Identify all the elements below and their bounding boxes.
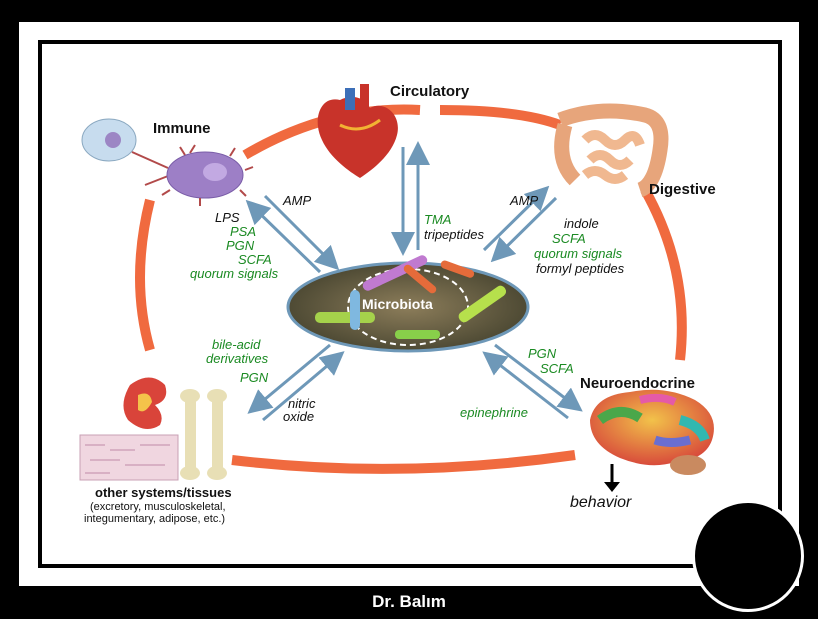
neuro-epinephrine-label: epinephrine — [460, 405, 528, 420]
circulatory-tripeptides-label: tripeptides — [424, 227, 484, 242]
immune-cells-icon — [81, 118, 254, 206]
digestive-label: Digestive — [649, 181, 716, 198]
immune-scfa-label: SCFA — [238, 252, 272, 267]
digestive-scfa-label: SCFA — [552, 231, 586, 246]
other-derivatives-label: derivatives — [206, 351, 269, 366]
other-oxide-label: oxide — [283, 409, 315, 424]
immune-quorum-label: quorum signals — [190, 266, 279, 281]
behavior-arrow-icon — [604, 464, 620, 492]
digestive-indole-label: indole — [564, 216, 599, 231]
microbiota-label: Microbiota — [362, 296, 433, 312]
behavior-label: behavior — [570, 494, 632, 511]
other-systems-subtitle-2: integumentary, adipose, etc.) — [84, 513, 226, 525]
immune-pgn-label: PGN — [226, 238, 255, 253]
digestive-quorum-label: quorum signals — [534, 246, 623, 261]
immune-lps-label: LPS — [215, 210, 240, 225]
digestive-amp-label: AMP — [510, 193, 539, 208]
other-nitric-label: nitric — [288, 396, 316, 411]
microbiota-ellipse — [286, 255, 530, 353]
logo-badge — [692, 500, 804, 612]
digestive-formyl-label: formyl peptides — [536, 261, 625, 276]
other-systems-subtitle-1: (excretory, musculoskeletal, — [90, 501, 226, 513]
immune-amp-label: AMP — [283, 193, 312, 208]
neuro-scfa-label: SCFA — [540, 361, 574, 376]
kidney-icon — [123, 377, 167, 429]
arrows — [245, 141, 583, 422]
brain-icon — [590, 389, 714, 475]
author-caption: Dr. Balım — [372, 592, 446, 611]
immune-psa-label: PSA — [230, 224, 257, 239]
bone-icon — [180, 389, 227, 480]
adipose-tissue-icon — [79, 434, 179, 481]
immune-label: Immune — [153, 120, 211, 137]
other-systems-label: other systems/tissues — [95, 485, 232, 500]
other-pgn-label: PGN — [240, 370, 269, 385]
circulatory-label: Circulatory — [390, 83, 470, 100]
neuro-pgn-label: PGN — [528, 346, 557, 361]
neuroendocrine-label: Neuroendocrine — [580, 375, 696, 392]
other-bile-acid-label: bile-acid — [212, 337, 261, 352]
circulatory-tma-label: TMA — [424, 212, 452, 227]
heart-icon — [317, 84, 398, 178]
intestine-icon — [554, 103, 669, 198]
